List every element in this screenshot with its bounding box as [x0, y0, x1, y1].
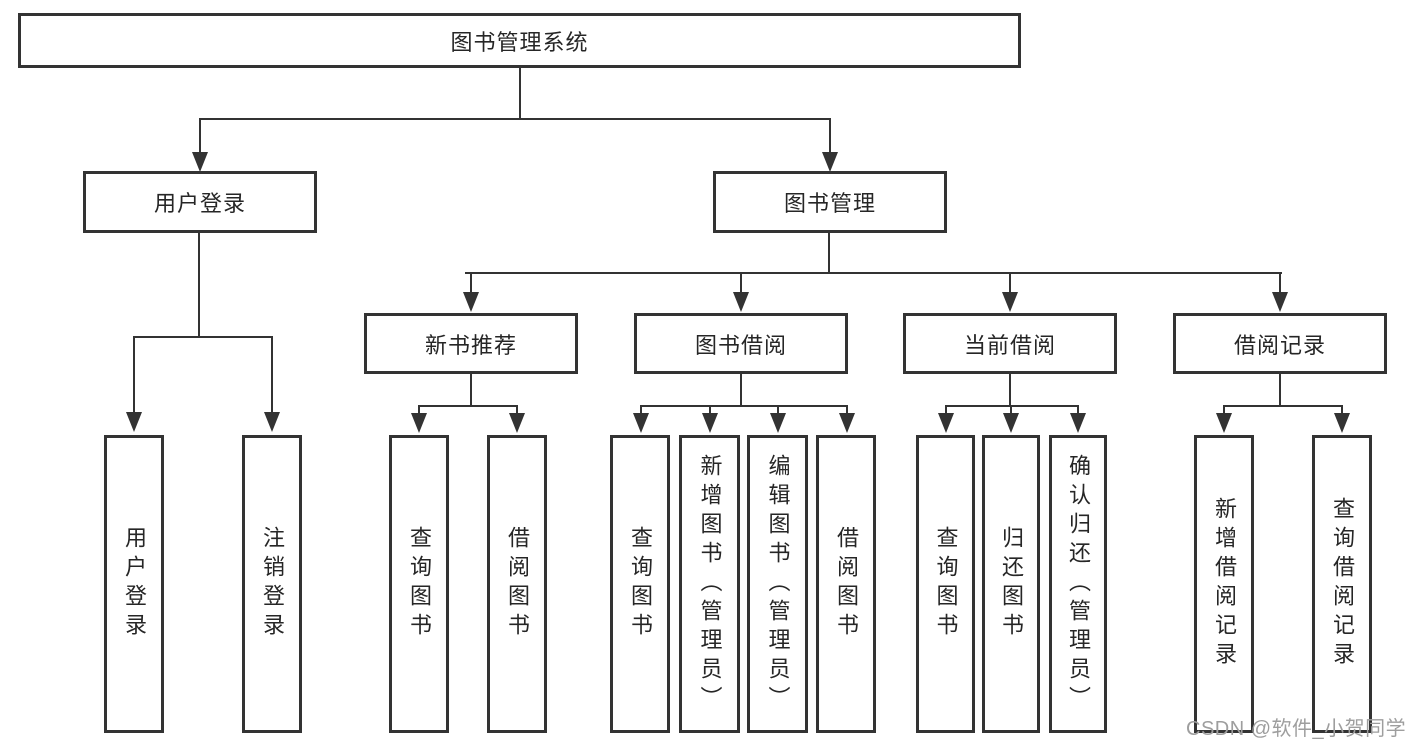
node-label: 新增图书（管理员）: [697, 453, 723, 715]
connector-user-login-vertical: [198, 233, 200, 336]
connector-book-borrowing-vertical: [740, 374, 742, 405]
connector-user-login-right-shaft: [271, 336, 273, 412]
connector-new-book-vertical: [470, 374, 472, 405]
connector-user-login-left-shaft: [133, 336, 135, 412]
arrowhead-down-icon: [822, 152, 838, 172]
arrowhead-down-icon: [1272, 292, 1288, 312]
connector-book-borrowing-horizontal: [640, 405, 848, 407]
connector-shaft: [1077, 405, 1079, 413]
arrowhead-down-icon: [126, 412, 142, 432]
node-label: 注销登录: [260, 526, 285, 642]
node-add-books-admin: 新增图书（管理员）: [679, 435, 740, 733]
connector-shaft: [709, 405, 711, 413]
arrowhead-down-icon: [192, 152, 208, 172]
node-return-books: 归还图书: [982, 435, 1040, 733]
connector-book-management-vertical: [828, 233, 830, 272]
node-label: 查询图书: [933, 526, 959, 642]
connector-current-borrowing-horizontal: [945, 405, 1079, 407]
node-edit-books-admin: 编辑图书（管理员）: [747, 435, 808, 733]
arrowhead-down-icon: [633, 413, 649, 433]
connector-borrowing-records-horizontal: [1223, 405, 1343, 407]
connector-shaft: [846, 405, 848, 413]
arrowhead-down-icon: [1334, 413, 1350, 433]
node-borrow-books-recommend: 借阅图书: [487, 435, 547, 733]
node-label: 借阅图书: [834, 526, 859, 642]
node-query-books-borrowing: 查询图书: [610, 435, 670, 733]
node-label: 查询图书: [628, 526, 653, 642]
node-query-books-current: 查询图书: [916, 435, 975, 733]
arrowhead-down-icon: [733, 292, 749, 312]
node-label: 归还图书: [999, 526, 1024, 642]
node-logout: 注销登录: [242, 435, 302, 733]
node-book-management: 图书管理: [713, 171, 947, 233]
node-label: 借阅图书: [505, 526, 530, 642]
arrowhead-down-icon: [702, 413, 718, 433]
node-label: 用户登录: [153, 191, 246, 216]
connector-root-horizontal: [199, 118, 831, 120]
node-label: 新书推荐: [424, 332, 517, 358]
node-label: 确认归还（管理员）: [1066, 453, 1091, 715]
connector-shaft: [740, 272, 742, 292]
node-login: 用户登录: [104, 435, 164, 733]
connector-current-borrowing-vertical: [1009, 374, 1011, 405]
connector-shaft: [470, 272, 472, 292]
connector-borrowing-records-vertical: [1279, 374, 1281, 405]
node-label: 查询图书: [407, 526, 432, 642]
arrowhead-down-icon: [770, 413, 786, 433]
arrowhead-down-icon: [463, 292, 479, 312]
connector-root-right-shaft: [829, 118, 831, 154]
connector-root-left-shaft: [199, 118, 201, 154]
node-current-borrowing: 当前借阅: [903, 313, 1117, 374]
node-confirm-return-admin: 确认归还（管理员）: [1049, 435, 1107, 733]
connector-shaft: [418, 405, 420, 413]
arrowhead-down-icon: [839, 413, 855, 433]
node-label: 借阅记录: [1233, 332, 1326, 358]
connector-root-vertical: [519, 68, 521, 118]
node-label: 图书管理: [783, 191, 876, 216]
arrowhead-down-icon: [938, 413, 954, 433]
node-book-borrowing: 图书借阅: [634, 313, 848, 374]
node-query-borrow-record: 查询借阅记录: [1312, 435, 1372, 733]
connector-shaft: [640, 405, 642, 413]
connector-shaft: [1341, 405, 1343, 413]
node-user-login: 用户登录: [83, 171, 317, 233]
node-label: 图书管理系统: [450, 29, 589, 55]
node-add-borrow-record: 新增借阅记录: [1194, 435, 1254, 733]
arrowhead-down-icon: [509, 413, 525, 433]
connector-shaft: [1009, 272, 1011, 292]
connector-shaft: [1279, 272, 1281, 292]
node-label: 当前借阅: [963, 332, 1056, 358]
node-new-book-recommend: 新书推荐: [364, 313, 578, 374]
arrowhead-down-icon: [1070, 413, 1086, 433]
node-query-books-recommend: 查询图书: [389, 435, 449, 733]
connector-shaft: [1010, 405, 1012, 413]
node-borrow-books-borrowing: 借阅图书: [816, 435, 876, 733]
arrowhead-down-icon: [1002, 292, 1018, 312]
connector-book-management-horizontal: [465, 272, 1282, 274]
node-library-management-system: 图书管理系统: [18, 13, 1021, 68]
arrowhead-down-icon: [264, 412, 280, 432]
node-label: 查询借阅记录: [1330, 497, 1355, 671]
node-label: 用户登录: [122, 526, 147, 642]
node-borrowing-records: 借阅记录: [1173, 313, 1387, 374]
arrowhead-down-icon: [1216, 413, 1232, 433]
connector-shaft: [516, 405, 518, 413]
node-label: 图书借阅: [694, 332, 787, 358]
node-label: 编辑图书（管理员）: [765, 453, 791, 715]
connector-shaft: [945, 405, 947, 413]
node-label: 新增借阅记录: [1212, 497, 1237, 671]
connector-shaft: [777, 405, 779, 413]
connector-shaft: [1223, 405, 1225, 413]
watermark-csdn: CSDN @软件_小贺同学: [1186, 718, 1405, 740]
arrowhead-down-icon: [1003, 413, 1019, 433]
arrowhead-down-icon: [411, 413, 427, 433]
connector-new-book-horizontal: [418, 405, 518, 407]
connector-user-login-horizontal: [133, 336, 273, 338]
